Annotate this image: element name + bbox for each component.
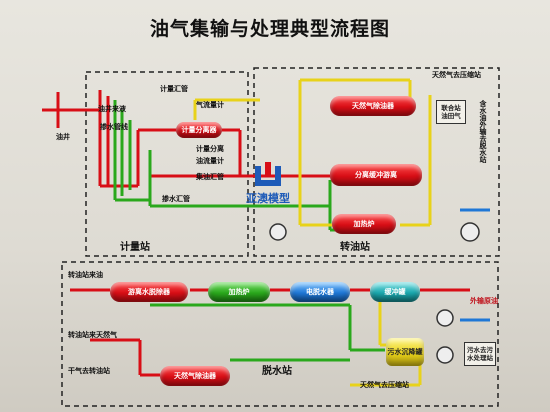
natural-gas-dehydrator-vessel: 天然气除油器 xyxy=(160,366,230,386)
heater-bottom-vessel: 加热炉 xyxy=(208,282,270,302)
gas-to-compressor-label: 天然气去压缩站 xyxy=(360,381,409,389)
transfer-gas-label: 转油站来天然气 xyxy=(68,331,117,339)
metering-zone-label: 计量站 xyxy=(120,242,150,253)
sewage-tank-vessel: 污水沉降罐 xyxy=(386,338,424,366)
pump-icon-bottom xyxy=(436,346,454,364)
buffer-separator-vessel: 分离缓冲游离 xyxy=(330,164,422,186)
blue-pipes xyxy=(460,208,490,322)
union-station-box: 联合站油田气 xyxy=(436,100,466,124)
gas-separator-vessel: 天然气除油器 xyxy=(330,96,416,116)
oil-meter-label: 油流量计 xyxy=(196,157,224,165)
metering-separator-vessel: 计量分离器 xyxy=(176,122,222,138)
dehydrated-water-label: 含水油外输去脱水站 xyxy=(479,100,487,163)
sewage-station-box: 污水去污水处理站 xyxy=(464,342,496,366)
pump-icon-mid xyxy=(436,309,454,327)
dehydration-zone-label: 脱水站 xyxy=(262,366,292,377)
transfer-zone-label: 转油站 xyxy=(340,242,370,253)
pump-icon-top xyxy=(460,222,480,242)
logo-mark-icon xyxy=(251,160,285,190)
dehydration-oil-pipes xyxy=(70,288,470,377)
electric-dehydrator-vessel: 电脱水器 xyxy=(290,282,350,302)
oil-inlet-label: 油井来液 xyxy=(98,105,126,113)
transfer-inlet-label: 转油站来油 xyxy=(68,271,103,279)
water-pipes xyxy=(113,100,345,232)
meter-manifold-label: 计量汇管 xyxy=(160,85,188,93)
pump-icon-transfer xyxy=(269,223,287,241)
metering-zone-border xyxy=(85,71,249,257)
gas-meter-label: 气流量计 xyxy=(196,101,224,109)
water-manifold-bottom-label: 掺水汇管 xyxy=(162,195,190,203)
free-water-vessel: 游离水脱除器 xyxy=(110,282,188,302)
oil-manifold-label: 集油汇管 xyxy=(196,173,224,181)
diagram-title: 油气集输与处理典型流程图 xyxy=(149,18,390,40)
dry-gas-label: 干气去转油站 xyxy=(68,367,110,375)
buffer-tank-vessel: 缓冲罐 xyxy=(370,282,420,302)
well-inlet-pipes xyxy=(42,90,340,188)
well-label: 油井 xyxy=(56,133,70,141)
oil-export-label: 外输原油 xyxy=(470,297,498,305)
dehydration-water-pipes xyxy=(150,303,385,362)
gas-plant-label: 天然气去压缩站 xyxy=(432,71,481,79)
water-manifold-label: 掺水管线 xyxy=(100,123,128,131)
logo-text: 亚澳模型 xyxy=(246,192,290,205)
liquid-meter-label: 计量分离 xyxy=(196,145,224,153)
brand-logo: 亚澳模型 xyxy=(233,160,303,206)
heater-top-vessel: 加热炉 xyxy=(332,214,396,234)
dehydration-zone-border xyxy=(61,261,499,407)
